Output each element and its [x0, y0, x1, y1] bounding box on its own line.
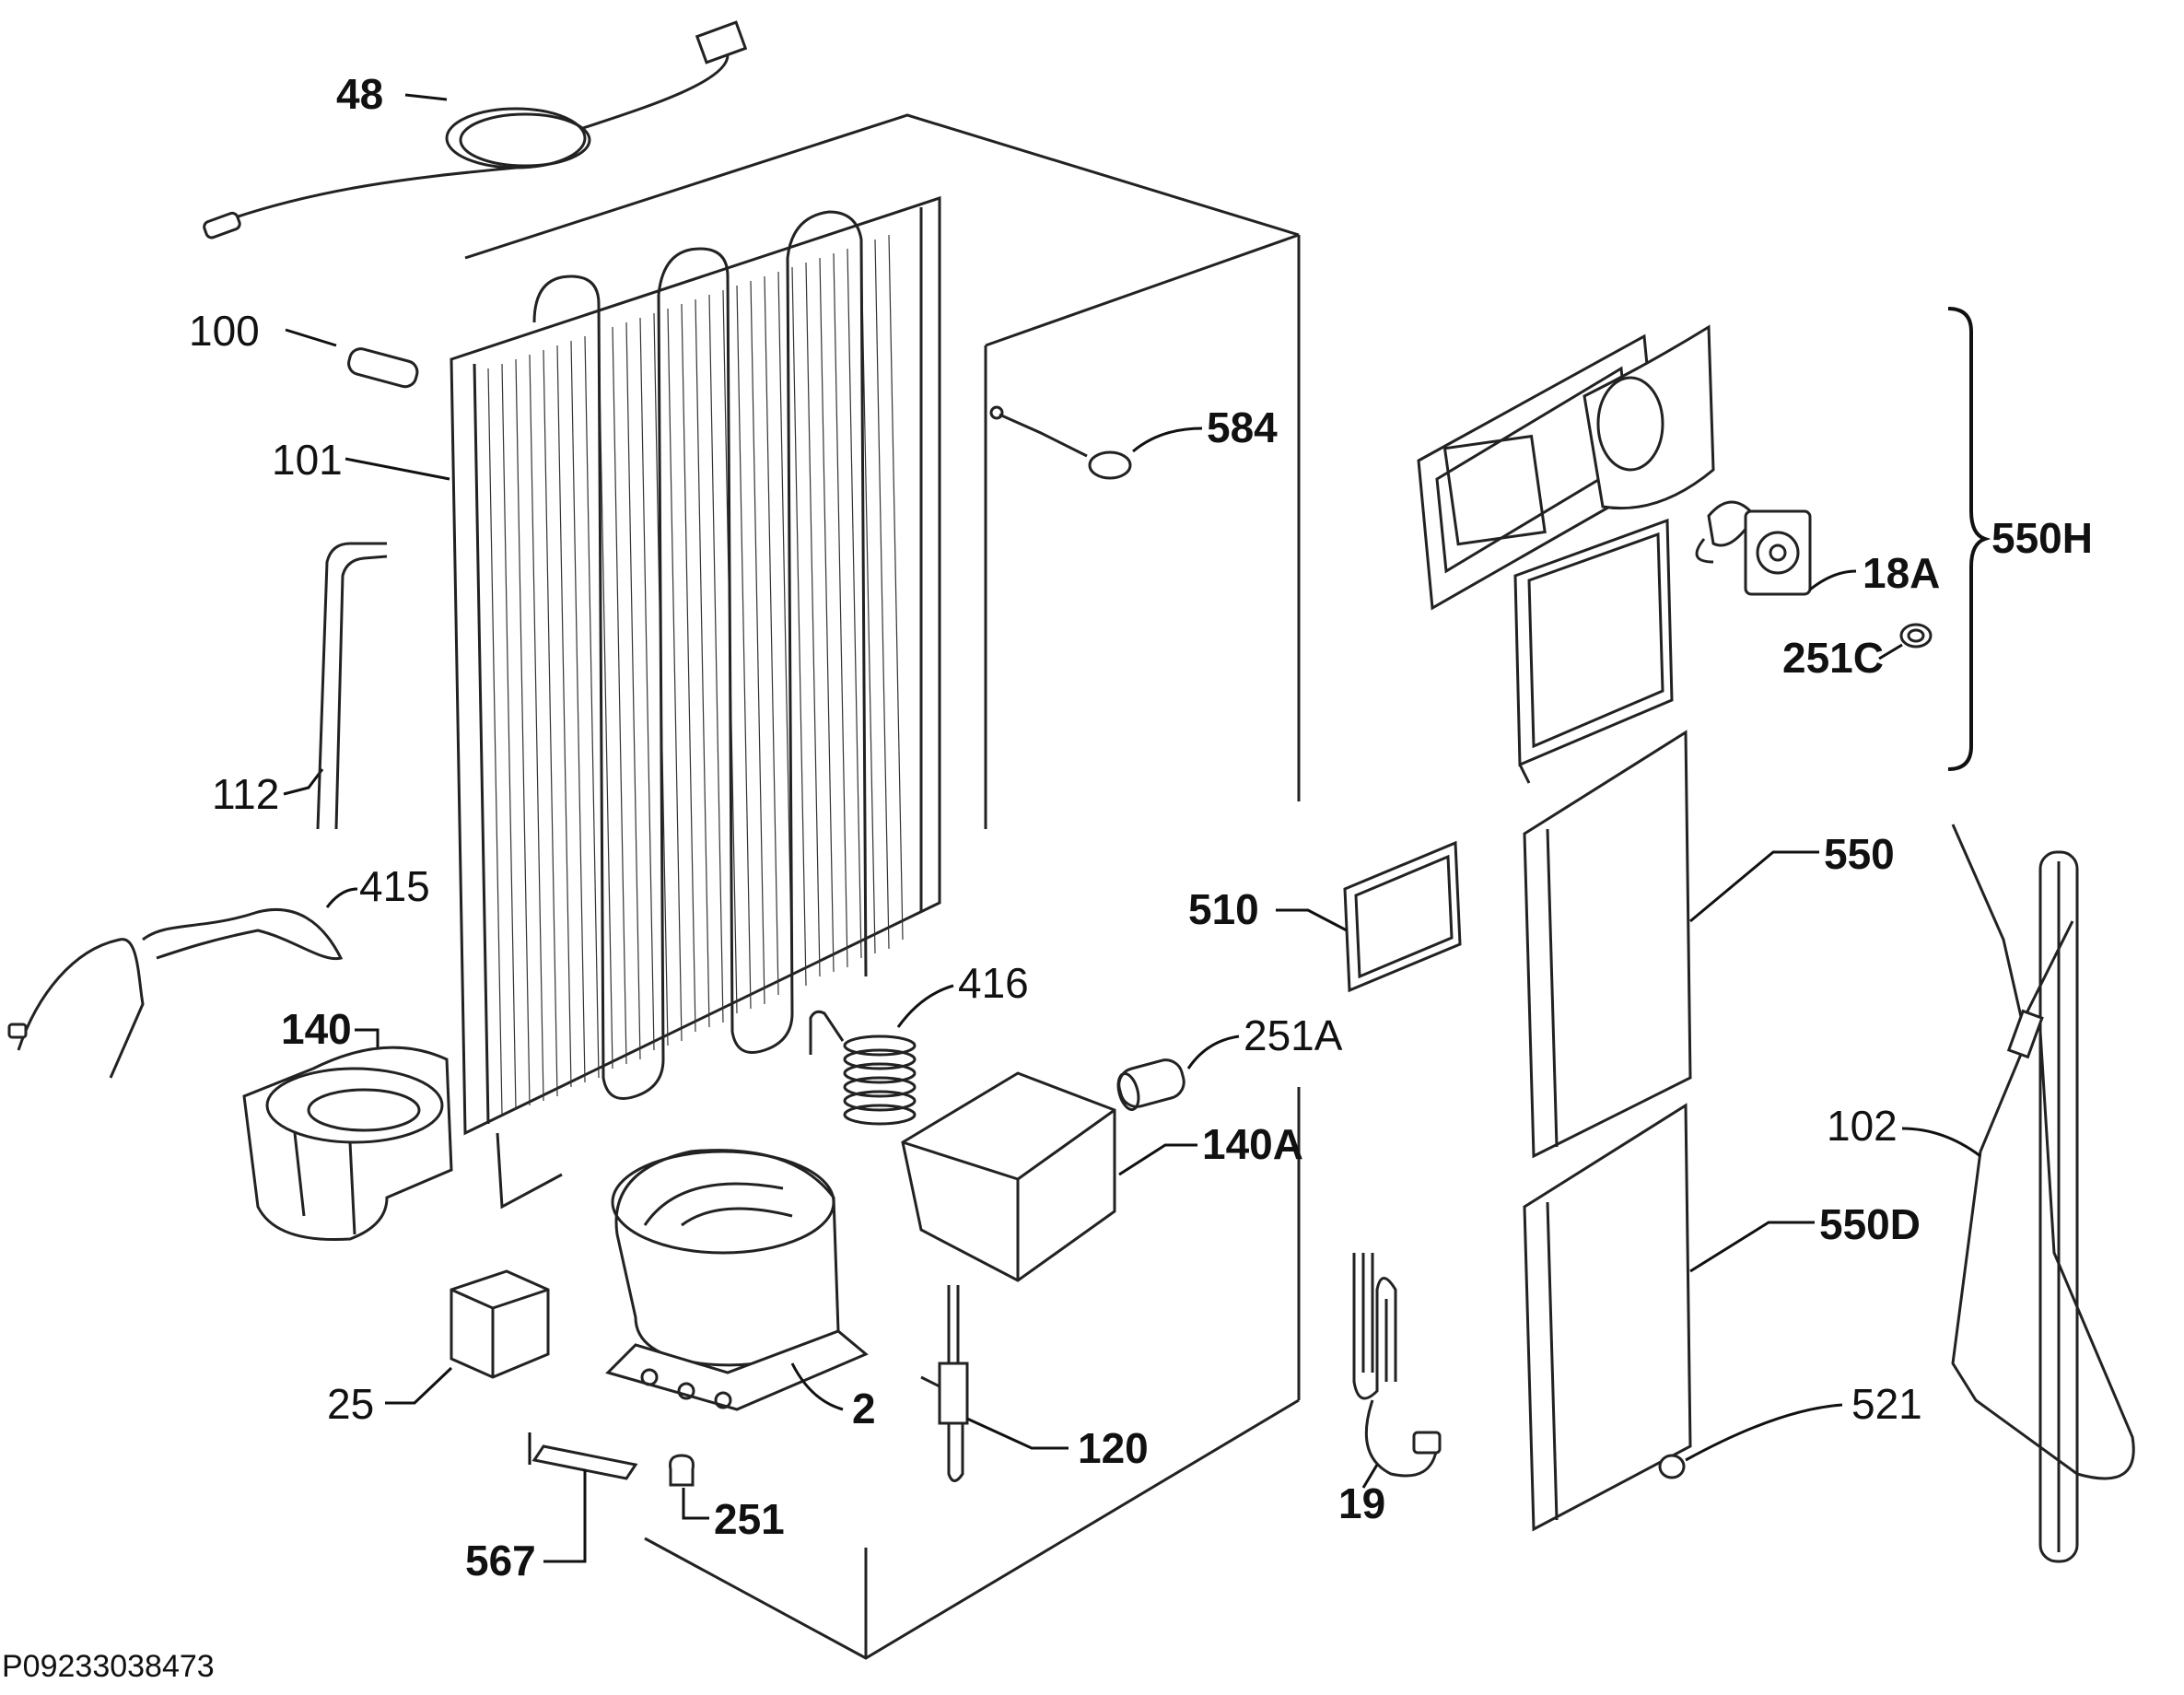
label-140a: 140A — [1202, 1120, 1303, 1168]
condenser-part-101 — [450, 195, 941, 1210]
cabinet-body — [464, 113, 1301, 1660]
callout-140a: 140A — [901, 1071, 1303, 1282]
callout-510: 510 — [1188, 840, 1462, 993]
label-251a: 251A — [1244, 1011, 1343, 1059]
callout-101: 101 — [272, 436, 450, 484]
callout-251c: 251C — [1782, 623, 1933, 682]
label-100: 100 — [189, 307, 260, 355]
label-521: 521 — [1851, 1380, 1922, 1428]
callout-19: 19 — [1338, 1253, 1442, 1527]
label-48: 48 — [336, 70, 383, 118]
label-550d: 550D — [1819, 1200, 1921, 1248]
evaporator-assembly-550h — [1417, 324, 1715, 784]
callout-48: 48 — [203, 20, 748, 240]
callout-415: 415 — [7, 862, 430, 1079]
label-550h: 550H — [1991, 514, 2093, 562]
callout-550h: 550H — [1947, 307, 2093, 771]
label-567: 567 — [465, 1537, 536, 1584]
compressor-part-2: 2 — [605, 1149, 876, 1432]
label-2: 2 — [852, 1385, 876, 1432]
callout-567: 567 — [465, 1432, 638, 1584]
label-510: 510 — [1188, 885, 1259, 933]
callout-100: 100 — [189, 307, 419, 389]
label-101: 101 — [272, 436, 343, 484]
label-102: 102 — [1827, 1102, 1898, 1150]
callout-251: 251 — [669, 1454, 785, 1543]
label-415: 415 — [359, 862, 430, 910]
label-251c: 251C — [1782, 634, 1884, 682]
callout-25: 25 — [327, 1269, 550, 1428]
callout-416: 416 — [809, 959, 1029, 1126]
cover-panel-550d: 550D — [1523, 1103, 1921, 1532]
callout-584: 584 — [989, 403, 1278, 480]
label-120: 120 — [1078, 1424, 1149, 1472]
label-19: 19 — [1338, 1479, 1385, 1527]
callout-18a: 18A — [1695, 500, 1940, 597]
label-140: 140 — [281, 1005, 352, 1053]
callout-120: 120 — [920, 1285, 1149, 1482]
label-416: 416 — [958, 959, 1029, 1007]
label-584: 584 — [1207, 403, 1278, 451]
label-18a: 18A — [1863, 549, 1940, 597]
label-550: 550 — [1824, 830, 1895, 878]
callout-521: 521 — [1658, 1380, 1922, 1479]
callout-112: 112 — [212, 542, 388, 830]
callout-140: 140 — [242, 1005, 453, 1242]
callout-251a: 251A — [1116, 1011, 1343, 1111]
cover-panel-550: 550 — [1523, 730, 1895, 1159]
label-25: 25 — [327, 1380, 374, 1428]
label-112: 112 — [212, 770, 279, 818]
diagram-code: P09233038473 — [2, 1649, 215, 1684]
heater-part-102: 102 — [1827, 824, 2135, 1563]
label-251: 251 — [714, 1495, 785, 1543]
